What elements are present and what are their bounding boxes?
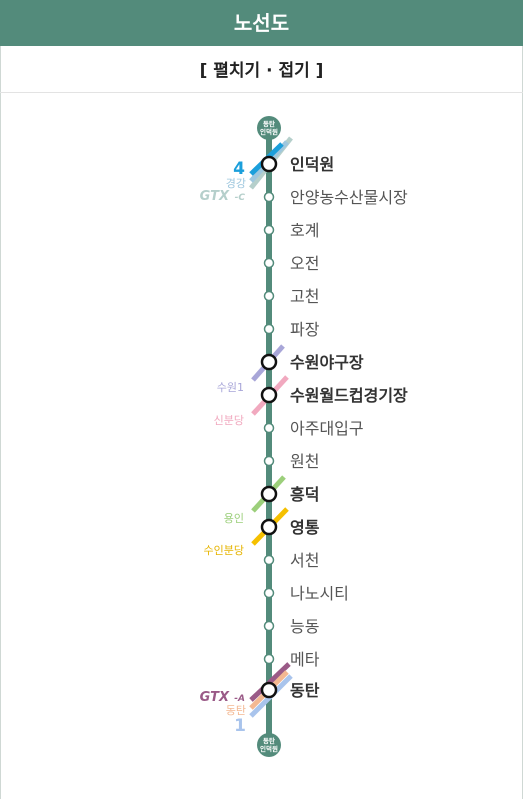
station-marker [263, 455, 275, 467]
dongtan-line-label: 동탄 [226, 704, 246, 717]
page-title: 노선도 [0, 0, 523, 46]
transfer-station-marker [260, 485, 278, 503]
bottom-terminal-badge: 동탄 인덕원 [257, 733, 281, 757]
station-label: 흥덕 [290, 485, 319, 504]
station-item[interactable]: 오전 [263, 254, 320, 273]
station-marker [263, 620, 275, 632]
gyeonggang-label: 경강 [226, 177, 246, 190]
station-label: 나노시티 [290, 584, 349, 603]
gtx-c-label: GTX [200, 189, 230, 204]
station-item[interactable]: 인덕원 [260, 155, 334, 174]
station-marker [263, 191, 275, 203]
suinbundang-label: 수인분당 [204, 544, 244, 557]
station-item[interactable]: 메타 [263, 650, 320, 669]
station-item[interactable]: 능동 [263, 617, 320, 636]
station-marker [263, 290, 275, 302]
svg-text:동탄: 동탄 [263, 119, 275, 128]
station-item[interactable]: 수원월드컵경기장 [260, 386, 408, 405]
station-marker [263, 587, 275, 599]
station-item[interactable]: 흥덕 [260, 485, 319, 504]
station-label: 원천 [290, 452, 319, 471]
station-marker [263, 554, 275, 566]
station-label: 동탄 [290, 681, 320, 700]
yongin-label: 용인 [224, 512, 244, 525]
gtx-a-label: GTX [200, 690, 230, 705]
transfer-station-marker [260, 353, 278, 371]
station-item[interactable]: 호계 [263, 221, 320, 240]
station-item[interactable]: 수원야구장 [260, 353, 364, 372]
station-item[interactable]: 나노시티 [263, 584, 349, 603]
station-item[interactable]: 고천 [263, 287, 320, 306]
station-label: 수원월드컵경기장 [290, 386, 408, 405]
station-item[interactable]: 파장 [263, 320, 320, 339]
station-marker [263, 422, 275, 434]
top-terminal-badge: 동탄 인덕원 [257, 116, 281, 140]
station-label: 호계 [290, 221, 319, 240]
station-label: 인덕원 [290, 155, 334, 174]
station-marker [263, 653, 275, 665]
transfer-station-marker [260, 386, 278, 404]
station-item[interactable]: 영통 [260, 518, 320, 537]
station-label: 메타 [290, 650, 320, 669]
line4-label: 4 [233, 159, 245, 179]
station-item[interactable]: 아주대입구 [263, 419, 364, 438]
transfer-station-marker [260, 155, 278, 173]
station-label: 서천 [290, 551, 319, 570]
station-marker [263, 257, 275, 269]
transfer-station-marker [260, 518, 278, 536]
sinbundang-label: 신분당 [214, 414, 244, 427]
suwon1-label: 수원1 [217, 381, 244, 394]
station-marker [263, 224, 275, 236]
station-label: 영통 [290, 518, 320, 537]
station-label: 아주대입구 [290, 419, 364, 438]
station-label: 안양농수산물시장 [290, 188, 408, 207]
line1-label: 1 [234, 716, 246, 736]
gtx-c-suffix: -C [235, 193, 246, 203]
svg-text:인덕원: 인덕원 [260, 127, 278, 136]
station-label: 고천 [290, 287, 319, 306]
station-list: 인덕원 안양농수산물시장 호계 오전 고천 파장 수원야구장 수원월드컵경기장 [260, 155, 409, 700]
svg-text:인덕원: 인덕원 [260, 744, 278, 753]
expand-collapse-toggle[interactable]: [ 펼치기 · 접기 ] [0, 46, 523, 93]
station-item[interactable]: 안양농수산물시장 [263, 188, 409, 207]
svg-text:동탄: 동탄 [263, 736, 275, 745]
station-item[interactable]: 원천 [263, 452, 320, 471]
station-marker [263, 323, 275, 335]
station-item[interactable]: 동탄 [260, 681, 320, 700]
station-label: 능동 [290, 617, 319, 636]
station-label: 수원야구장 [290, 353, 364, 372]
station-label: 오전 [290, 254, 319, 273]
station-item[interactable]: 서천 [263, 551, 320, 570]
gtx-a-suffix: -A [234, 694, 245, 704]
station-label: 파장 [290, 320, 320, 339]
transfer-station-marker [260, 681, 278, 699]
